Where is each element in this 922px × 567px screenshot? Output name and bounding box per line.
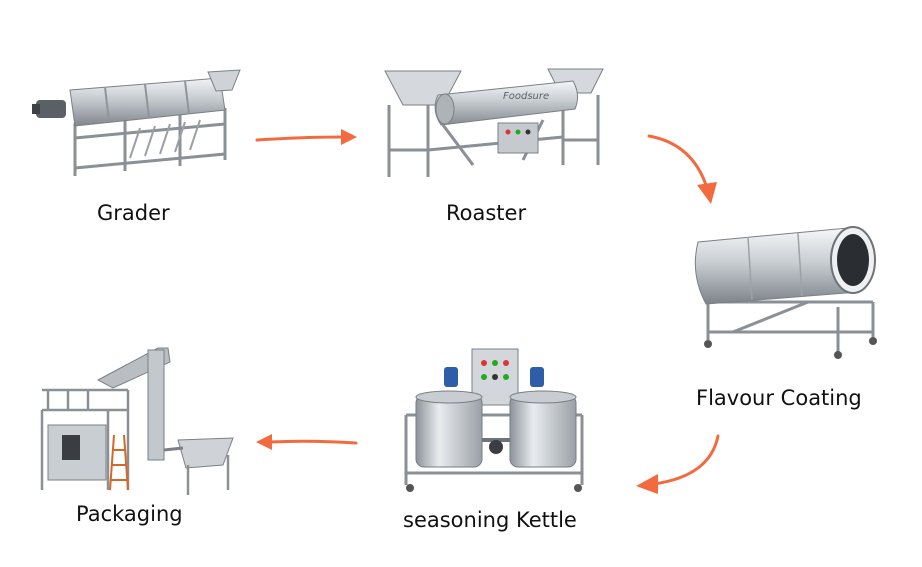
step-label-flavour-coating: Flavour Coating <box>696 386 862 410</box>
arrow-grader-to-roaster <box>255 129 357 145</box>
arrow-roaster-to-coating <box>647 134 717 204</box>
arrow-kettle-to-packaging <box>256 434 358 450</box>
roaster-machine-image: Foodsure <box>384 68 604 177</box>
arrow-coating-to-kettle <box>636 434 720 494</box>
step-label-grader: Grader <box>97 201 170 225</box>
grader-machine-image <box>32 69 241 176</box>
seasoning-kettle-machine-image <box>404 348 584 492</box>
step-label-seasoning-kettle: seasoning Kettle <box>403 508 577 532</box>
step-label-packaging: Packaging <box>76 502 183 526</box>
packaging-machine-image <box>40 347 234 495</box>
flavour-coating-machine-image <box>694 226 877 359</box>
roaster-brand-text: Foodsure <box>503 91 549 102</box>
step-label-roaster: Roaster <box>446 201 527 225</box>
